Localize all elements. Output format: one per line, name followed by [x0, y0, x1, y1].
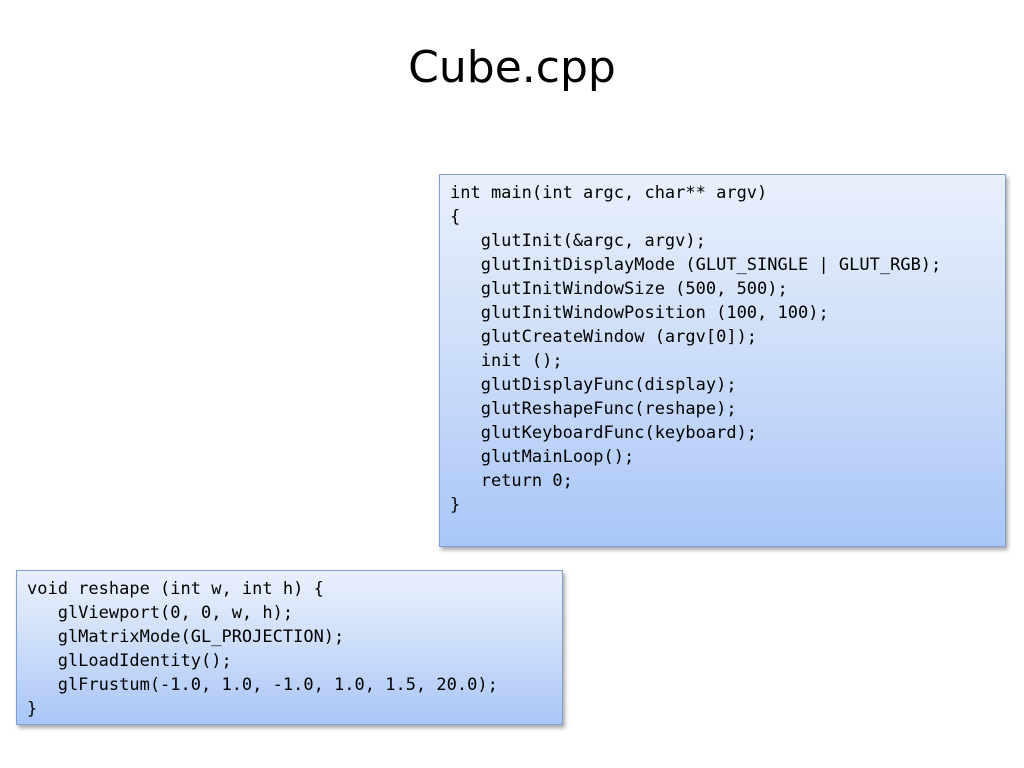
code-line: glutMainLoop();	[450, 447, 635, 467]
code-line: glViewport(0, 0, w, h);	[27, 603, 294, 623]
code-line: glutInit(&argc, argv);	[450, 231, 706, 251]
main-function-code-box: int main(int argc, char** argv) { glutIn…	[439, 174, 1006, 547]
code-line: glutInitWindowSize (500, 500);	[450, 279, 788, 299]
code-line: }	[27, 699, 38, 719]
code-line: int main(int argc, char** argv)	[450, 183, 768, 203]
code-line: glutDisplayFunc(display);	[450, 375, 737, 395]
code-line: glutKeyboardFunc(keyboard);	[450, 423, 758, 443]
code-line: glutInitDisplayMode (GLUT_SINGLE | GLUT_…	[450, 255, 942, 275]
code-line: void reshape (int w, int h) {	[27, 579, 324, 599]
code-line: glLoadIdentity();	[27, 651, 232, 671]
code-line: glMatrixMode(GL_PROJECTION);	[27, 627, 345, 647]
code-line: glutCreateWindow (argv[0]);	[450, 327, 758, 347]
code-line: glutReshapeFunc(reshape);	[450, 399, 737, 419]
code-line: {	[450, 207, 461, 227]
reshape-function-code-box: void reshape (int w, int h) { glViewport…	[16, 570, 563, 725]
slide-title: Cube.cpp	[408, 42, 616, 93]
code-line: }	[450, 495, 461, 515]
code-line: init ();	[450, 351, 563, 371]
code-line: glutInitWindowPosition (100, 100);	[450, 303, 829, 323]
code-line: glFrustum(-1.0, 1.0, -1.0, 1.0, 1.5, 20.…	[27, 675, 498, 695]
code-line: return 0;	[450, 471, 573, 491]
